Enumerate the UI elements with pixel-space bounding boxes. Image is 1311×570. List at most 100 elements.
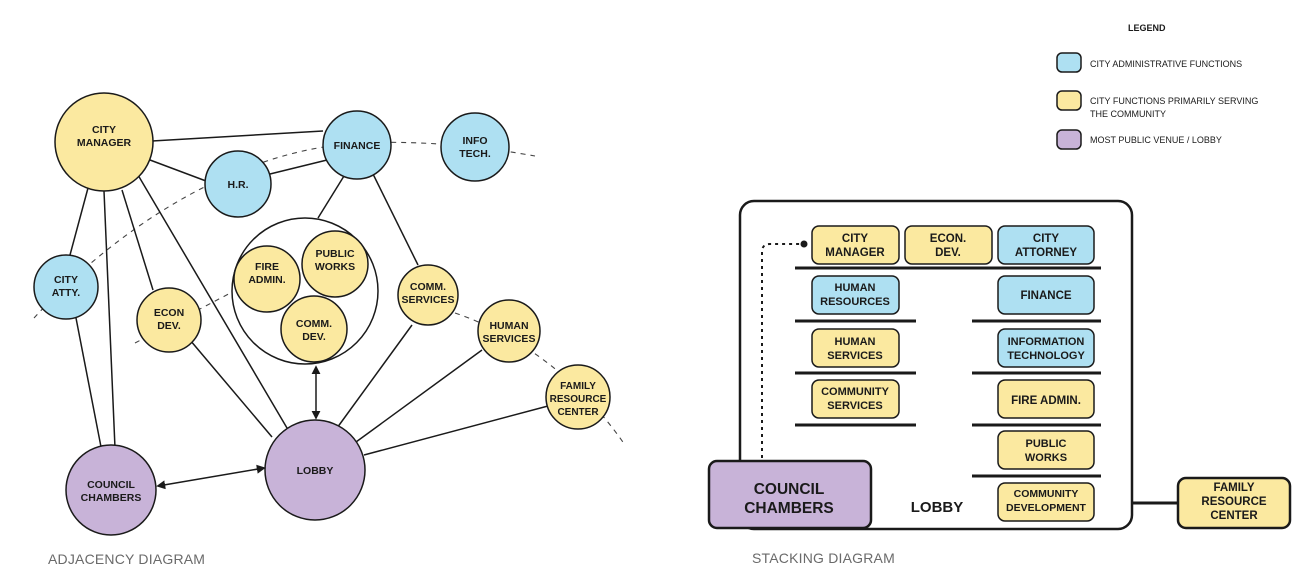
box-city-manager: CITY MANAGER — [811, 225, 900, 265]
node-finance: FINANCE — [322, 110, 392, 180]
node-comm-dev: COMM.DEV. — [280, 295, 348, 363]
adjacency-edges — [69, 130, 549, 490]
legend-swatch-public — [1056, 129, 1082, 150]
box-community-development-l2: DEVELOPMENT — [1006, 502, 1087, 514]
edge-cityatty-council — [75, 317, 103, 453]
box-city-attorney-l1: CITY — [1033, 233, 1060, 245]
legend-label-public: MOST PUBLIC VENUE / LOBBY — [1090, 135, 1222, 145]
node-city-atty-l2: ATTY. — [52, 287, 80, 299]
edge-cm-council — [103, 190, 116, 449]
box-econ-dev: ECON.DEV. — [904, 225, 993, 265]
box-city-attorney-l2: ATTORNEY — [1015, 247, 1078, 259]
node-comm-dev-l2: DEV. — [302, 331, 326, 343]
stacking-lobby-label: LOBBY — [911, 499, 964, 516]
edge-finance-commservices — [371, 171, 419, 266]
box-human-services-l1: HUMAN — [835, 336, 876, 348]
arrow-council-lobby — [156, 464, 266, 490]
box-fire-admin-l1: FIRE ADMIN. — [1011, 395, 1081, 407]
box-human-services: HUMAN SERVICES — [811, 328, 900, 368]
box-community-development-l1: COMMUNITY — [1014, 488, 1079, 500]
stacking-caption: STACKING DIAGRAM — [752, 550, 895, 566]
box-information-technology-l1: INFORMATION — [1008, 336, 1085, 348]
node-info-tech-l2: TECH. — [459, 148, 491, 160]
box-human-resources-l2: RESOURCES — [820, 296, 890, 308]
node-hr-l1: H.R. — [228, 179, 249, 191]
box-public-works-l1: PUBLIC — [1026, 438, 1067, 450]
edge-humanservices-lobby — [355, 349, 483, 443]
node-info-tech-l1: INFO — [462, 135, 487, 147]
box-finance: FINANCE — [997, 275, 1095, 315]
adjacency-dashed-arc-lower — [134, 287, 626, 446]
floor-lines — [795, 266, 1101, 478]
node-fire-admin-l2: ADMIN. — [248, 274, 285, 286]
box-econ-dev-l2: DEV. — [935, 247, 961, 259]
box-city-manager-l1: CITY — [842, 233, 869, 245]
box-family-l3: CENTER — [1210, 510, 1258, 522]
legend-label-admin: CITY ADMINISTRATIVE FUNCTIONS — [1090, 59, 1242, 69]
node-comm-services-l2: SERVICES — [402, 294, 455, 306]
node-public-works-l2: WORKS — [315, 261, 355, 273]
svg-text:COMM.SERVICES: COMM.SERVICES — [402, 281, 455, 306]
node-hr: H.R. — [204, 150, 272, 218]
node-finance-l1: FINANCE — [334, 140, 381, 152]
node-city-manager-l2: MANAGER — [77, 137, 132, 149]
node-econ-dev-l1: ECON — [154, 307, 184, 319]
box-community-services-l1: COMMUNITY — [821, 386, 889, 398]
box-council-l2: CHAMBERS — [744, 500, 834, 517]
svg-text:COMM.DEV.: COMM.DEV. — [296, 318, 332, 343]
legend-label-community-line2: THE COMMUNITY — [1090, 109, 1166, 119]
node-family-l1: FAMILY — [560, 381, 596, 392]
node-public-works-l1: PUBLIC — [315, 248, 355, 260]
box-community-development: COMMUNITY DEVELOPMENT — [997, 482, 1095, 522]
edge-family-lobby — [363, 405, 549, 456]
edge-hr-finance — [269, 159, 328, 175]
edge-cm-hr — [149, 159, 207, 182]
box-community-services-l2: SERVICES — [827, 400, 882, 412]
council-connector-dot-end — [800, 240, 808, 248]
stacking-diagram: CITY MANAGER ECON.DEV. CITY ATTORNEY HUMAN… — [707, 199, 1292, 566]
council-connector — [761, 243, 802, 472]
node-family-l2: RESOURCE — [550, 394, 607, 405]
node-city-atty-l1: CITY — [54, 274, 78, 286]
edge-cm-lobby — [137, 174, 288, 429]
box-city-manager-l2: MANAGER — [825, 247, 885, 259]
box-fire-admin: FIRE ADMIN. — [997, 379, 1095, 419]
node-comm-services: COMM.SERVICES — [397, 264, 459, 326]
svg-text:ECON.DEV.: ECON.DEV. — [930, 233, 966, 259]
box-information-technology-l2: TECHNOLOGY — [1007, 350, 1085, 362]
adjacency-caption: ADJACENCY DIAGRAM — [48, 551, 205, 567]
node-econ-dev-l2: DEV. — [157, 320, 181, 332]
box-city-attorney: CITY ATTORNEY — [997, 225, 1095, 265]
node-human-services-l1: HUMAN — [489, 320, 528, 332]
box-human-services-l2: SERVICES — [827, 350, 882, 362]
legend-title: LEGEND — [1128, 23, 1166, 33]
edge-econ-lobby — [189, 339, 273, 438]
node-fire-admin-l1: FIRE — [255, 261, 279, 273]
box-finance-l1: FINANCE — [1020, 290, 1071, 302]
